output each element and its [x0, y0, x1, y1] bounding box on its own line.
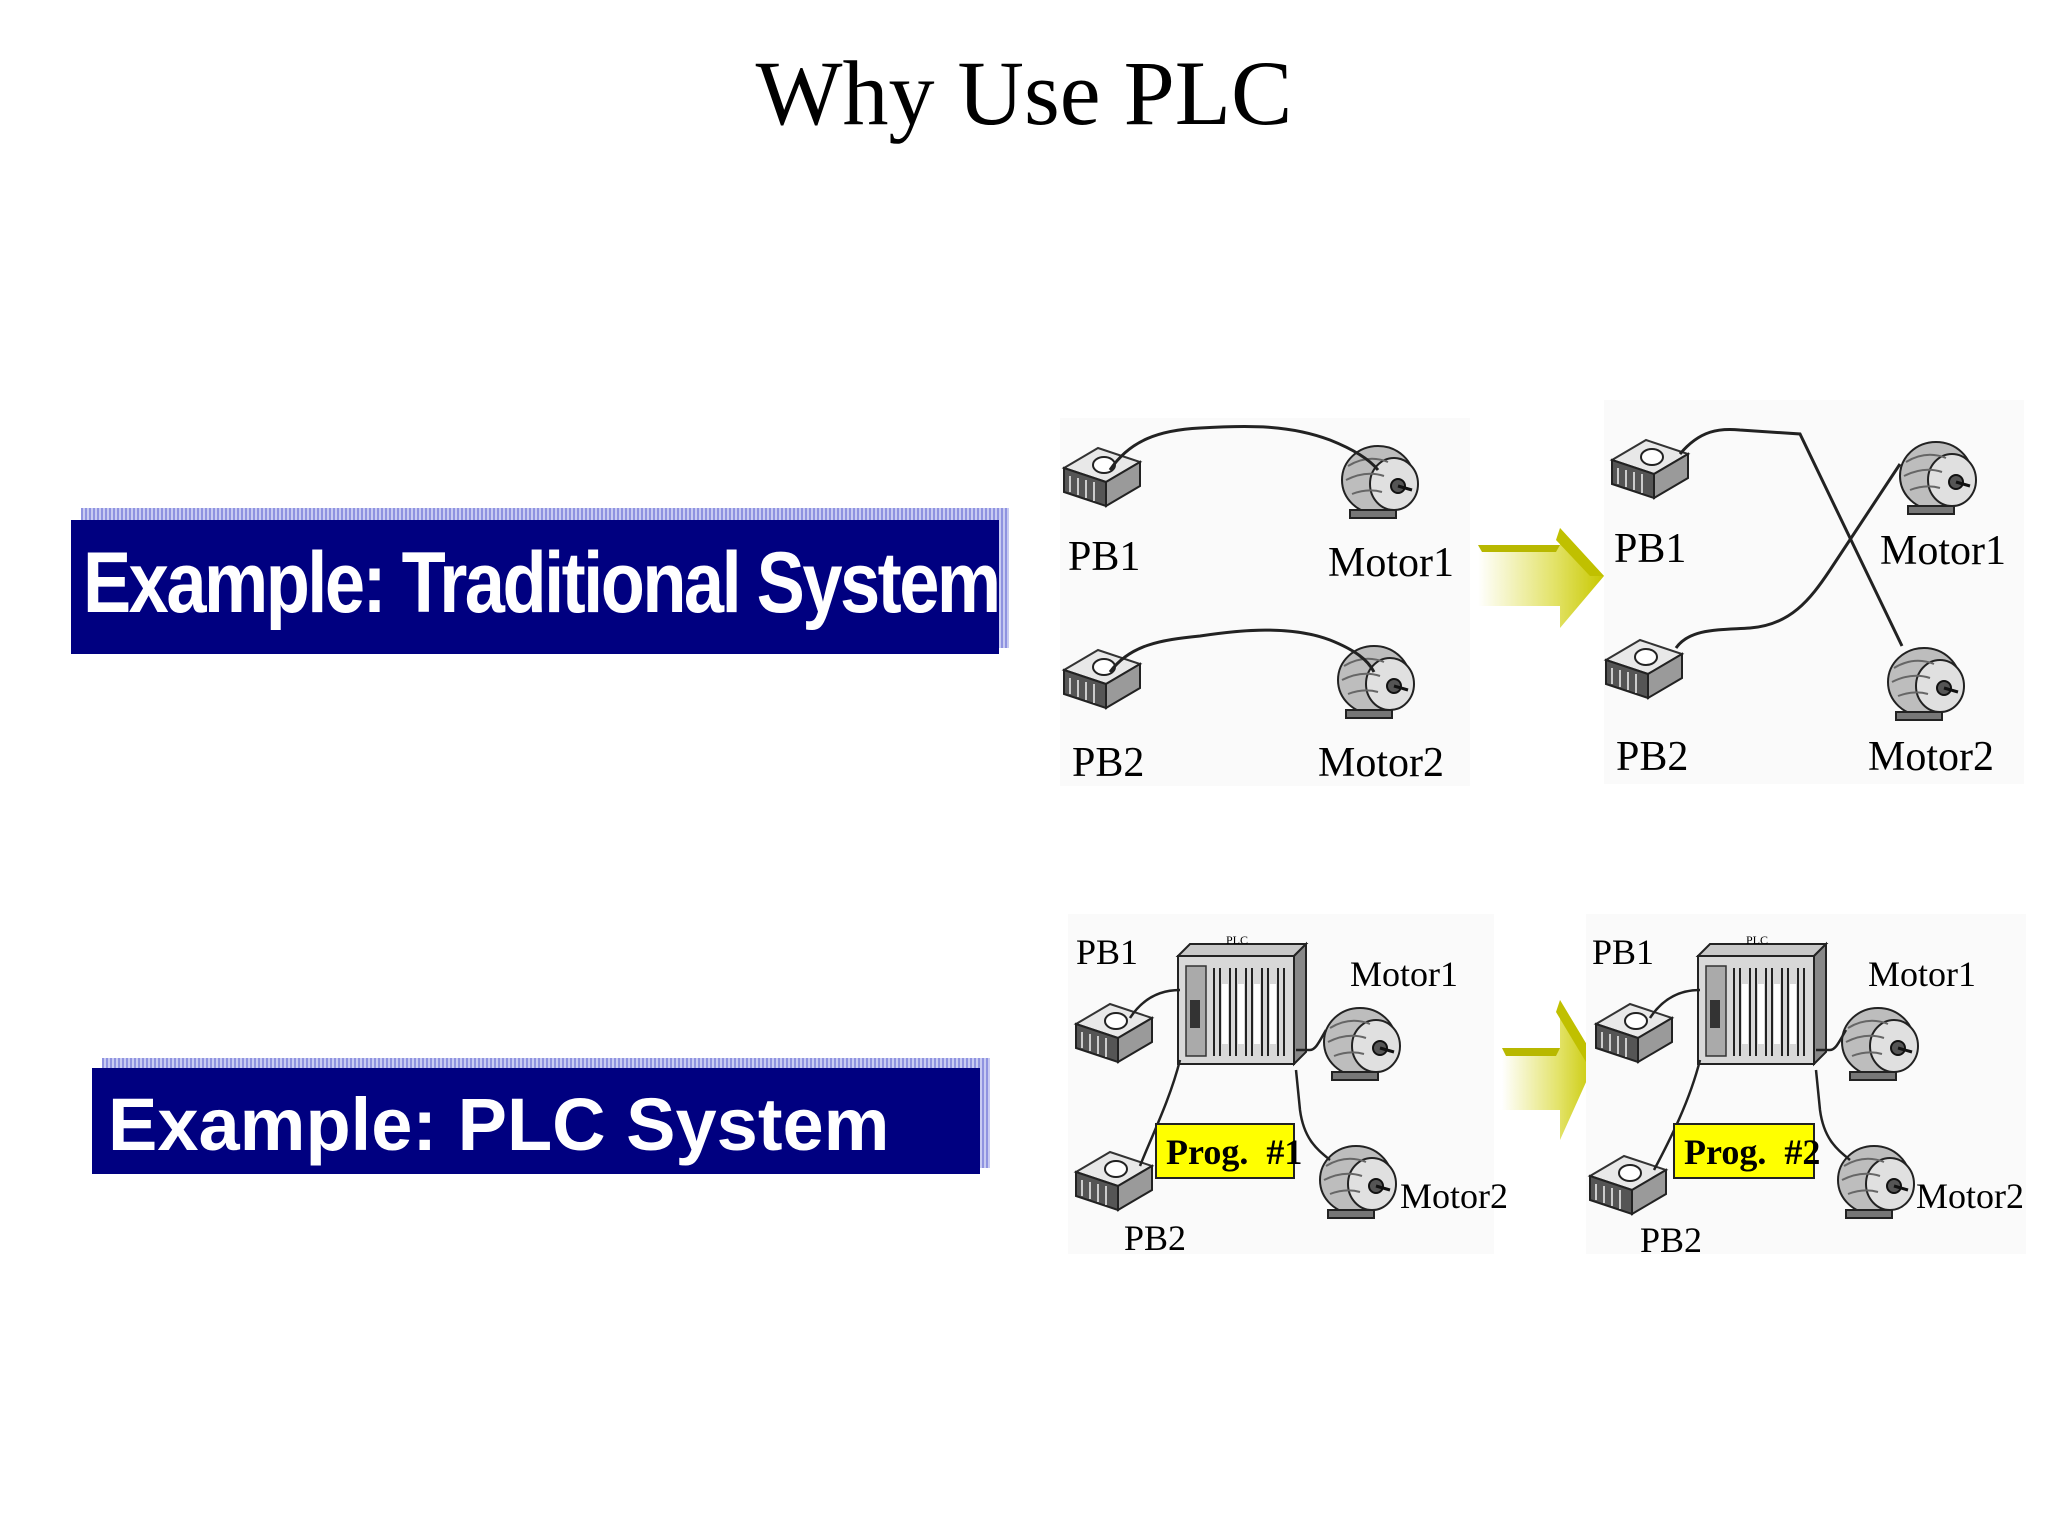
pb2-label: PB2: [1640, 1220, 1702, 1260]
program-label: Prog. #1: [1166, 1132, 1302, 1172]
pb2-label: PB2: [1616, 734, 1688, 780]
wire: [1128, 988, 1331, 1167]
pb1-label: PB1: [1614, 526, 1686, 572]
motor1-label: Motor1: [1328, 540, 1454, 586]
wire: [1108, 628, 1376, 673]
transition-arrow: [1478, 528, 1604, 628]
wire: [1674, 463, 1902, 649]
motor2-label: Motor2: [1868, 734, 1994, 780]
pb1-label: PB1: [1068, 534, 1140, 580]
banner-label: Example: Traditional System: [83, 535, 1001, 631]
plc-label: PLC: [1226, 933, 1248, 947]
plc-rack-icon: [1177, 943, 1307, 1065]
transition-arrow: [1502, 1000, 1596, 1140]
pb1-label: PB1: [1076, 932, 1138, 972]
banner-label: Example: PLC System: [108, 1083, 890, 1166]
motor1-label: Motor1: [1350, 954, 1458, 994]
motor2-label: Motor2: [1400, 1176, 1508, 1216]
motor2-label: Motor2: [1916, 1176, 2024, 1216]
pb2-label: PB2: [1124, 1218, 1186, 1258]
motor2-label: Motor2: [1318, 740, 1444, 786]
program-box: [1673, 1123, 1815, 1179]
program-label: Prog. #2: [1684, 1132, 1820, 1172]
plc-rack-icon: [1697, 943, 1827, 1065]
wire: [1648, 988, 1851, 1171]
plc-label: PLC: [1746, 933, 1768, 947]
plc-system-banner: Example: PLC System: [92, 1068, 980, 1174]
pb1-label: PB1: [1592, 932, 1654, 972]
motor1-label: Motor1: [1868, 954, 1976, 994]
traditional-system-banner: Example: Traditional System: [71, 520, 1001, 654]
wire: [1678, 427, 1904, 647]
slide-title: Why Use PLC: [755, 42, 1293, 144]
program-box: [1155, 1123, 1295, 1179]
wire: [1108, 424, 1380, 471]
pb2-label: PB2: [1072, 740, 1144, 786]
motor1-label: Motor1: [1880, 528, 2006, 574]
